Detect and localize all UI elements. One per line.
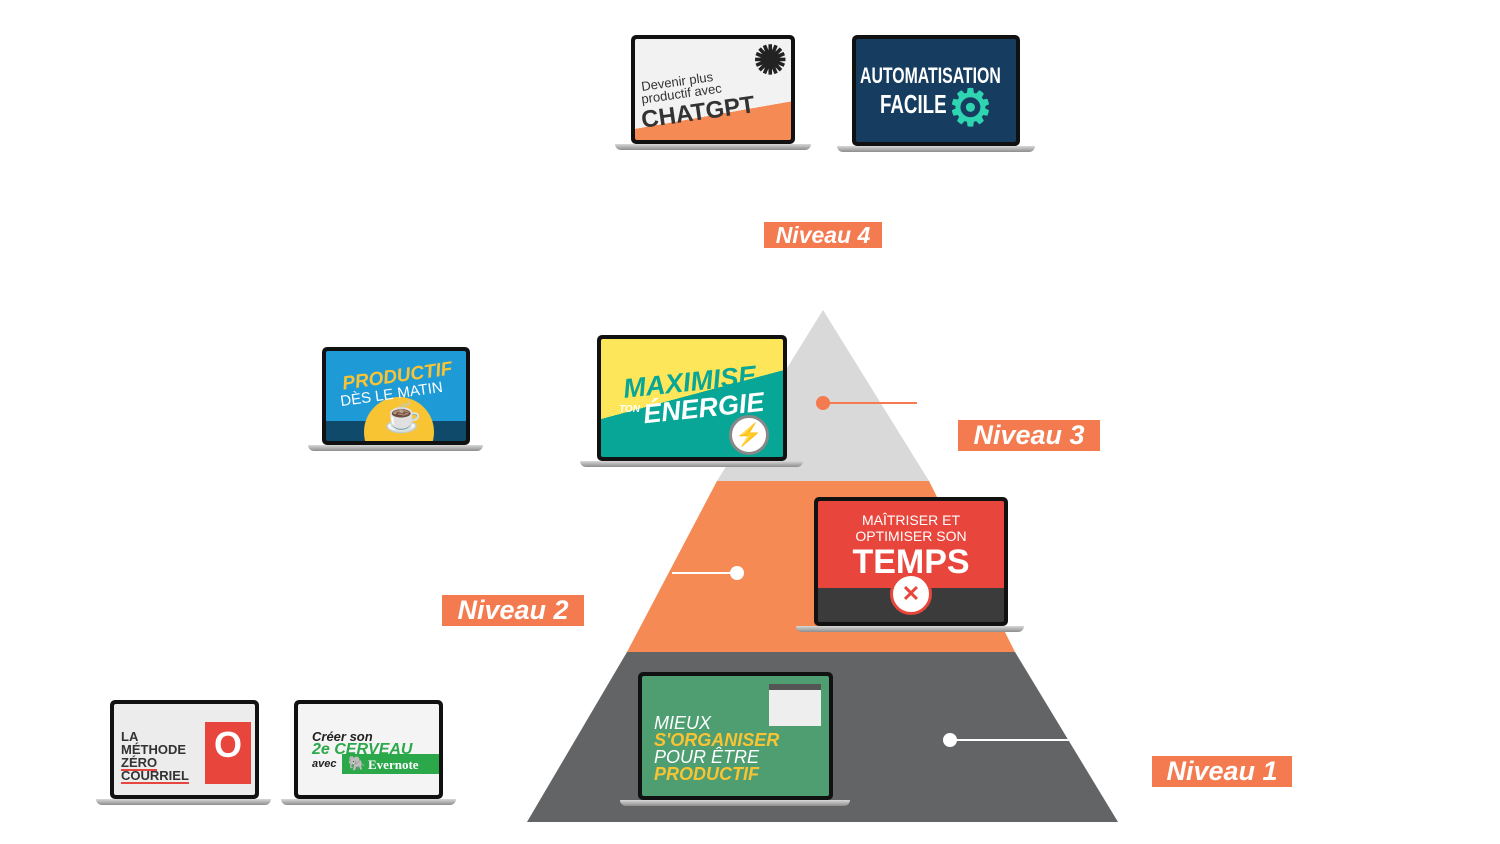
course-title-line: LA <box>121 729 139 744</box>
course-title-line: Evernote <box>368 757 419 772</box>
level-1-label: Niveau 1 <box>1152 756 1292 787</box>
connector-dot-level-3 <box>816 396 830 410</box>
course-title-line: Créer son <box>312 729 373 744</box>
course-title-line: PRODUCTIF <box>654 764 759 784</box>
course-title-line: S'ORGANISER <box>654 730 780 750</box>
gear-refresh-icon: ⚙ <box>948 80 993 136</box>
course-title-line: MIEUX <box>654 713 712 733</box>
envelope-icon: O <box>205 722 251 784</box>
course-title-line: avec <box>312 758 337 770</box>
openai-logo-icon: ✺ <box>753 39 787 83</box>
course-title-line: POUR ÊTRE <box>654 747 760 767</box>
calendar-icon <box>769 684 821 726</box>
clock-icon: ✕ <box>890 573 932 615</box>
course-title-line: ZÉRO <box>121 755 158 771</box>
course-laptop-evernote[interactable]: Créer son 2e CERVEAU avec 🐘 Evernote <box>281 700 456 805</box>
course-title-line: MAÎTRISER ET <box>861 512 960 528</box>
course-title-line: COURRIEL <box>121 768 189 784</box>
course-laptop-chatgpt[interactable]: ✺ Devenir plus productif avec CHATGPT <box>615 35 811 150</box>
level-3-label: Niveau 3 <box>958 420 1100 451</box>
course-title-line: 2e CERVEAU <box>312 741 413 758</box>
course-laptop-organiser[interactable]: MIEUX S'ORGANISER POUR ÊTRE PRODUCTIF <box>620 672 850 806</box>
evernote-banner <box>342 754 439 774</box>
evernote-icon: 🐘 <box>348 755 366 771</box>
connector-dot-level-2 <box>730 566 744 580</box>
course-laptop-courriel[interactable]: O LA MÉTHODE ZÉRO COURRIEL <box>96 700 271 805</box>
course-title-line: AUTOMATISATION <box>860 63 1001 88</box>
course-title-line: OPTIMISER SON <box>855 528 967 544</box>
course-laptop-automatisation[interactable]: AUTOMATISATION FACILE ⚙ <box>837 35 1035 152</box>
coffee-cup-icon: ☕ <box>384 401 422 434</box>
course-laptop-maximise[interactable]: MAXIMISE TON ÉNERGIE ⚡ <box>580 335 803 467</box>
course-title-line: TON <box>619 404 640 415</box>
level-4-label: Niveau 4 <box>764 222 882 248</box>
course-title-line: FACILE <box>880 89 947 119</box>
course-laptop-productif[interactable]: PRODUCTIF DÈS LE MATIN ☕ <box>308 347 483 451</box>
course-title-line: MÉTHODE <box>121 742 186 757</box>
course-laptop-temps[interactable]: MAÎTRISER ET OPTIMISER SON TEMPS ✕ <box>796 497 1024 632</box>
level-2-label: Niveau 2 <box>442 595 584 626</box>
stopwatch-lightning-icon: ⚡ <box>729 415 769 455</box>
connector-dot-level-1 <box>943 733 957 747</box>
